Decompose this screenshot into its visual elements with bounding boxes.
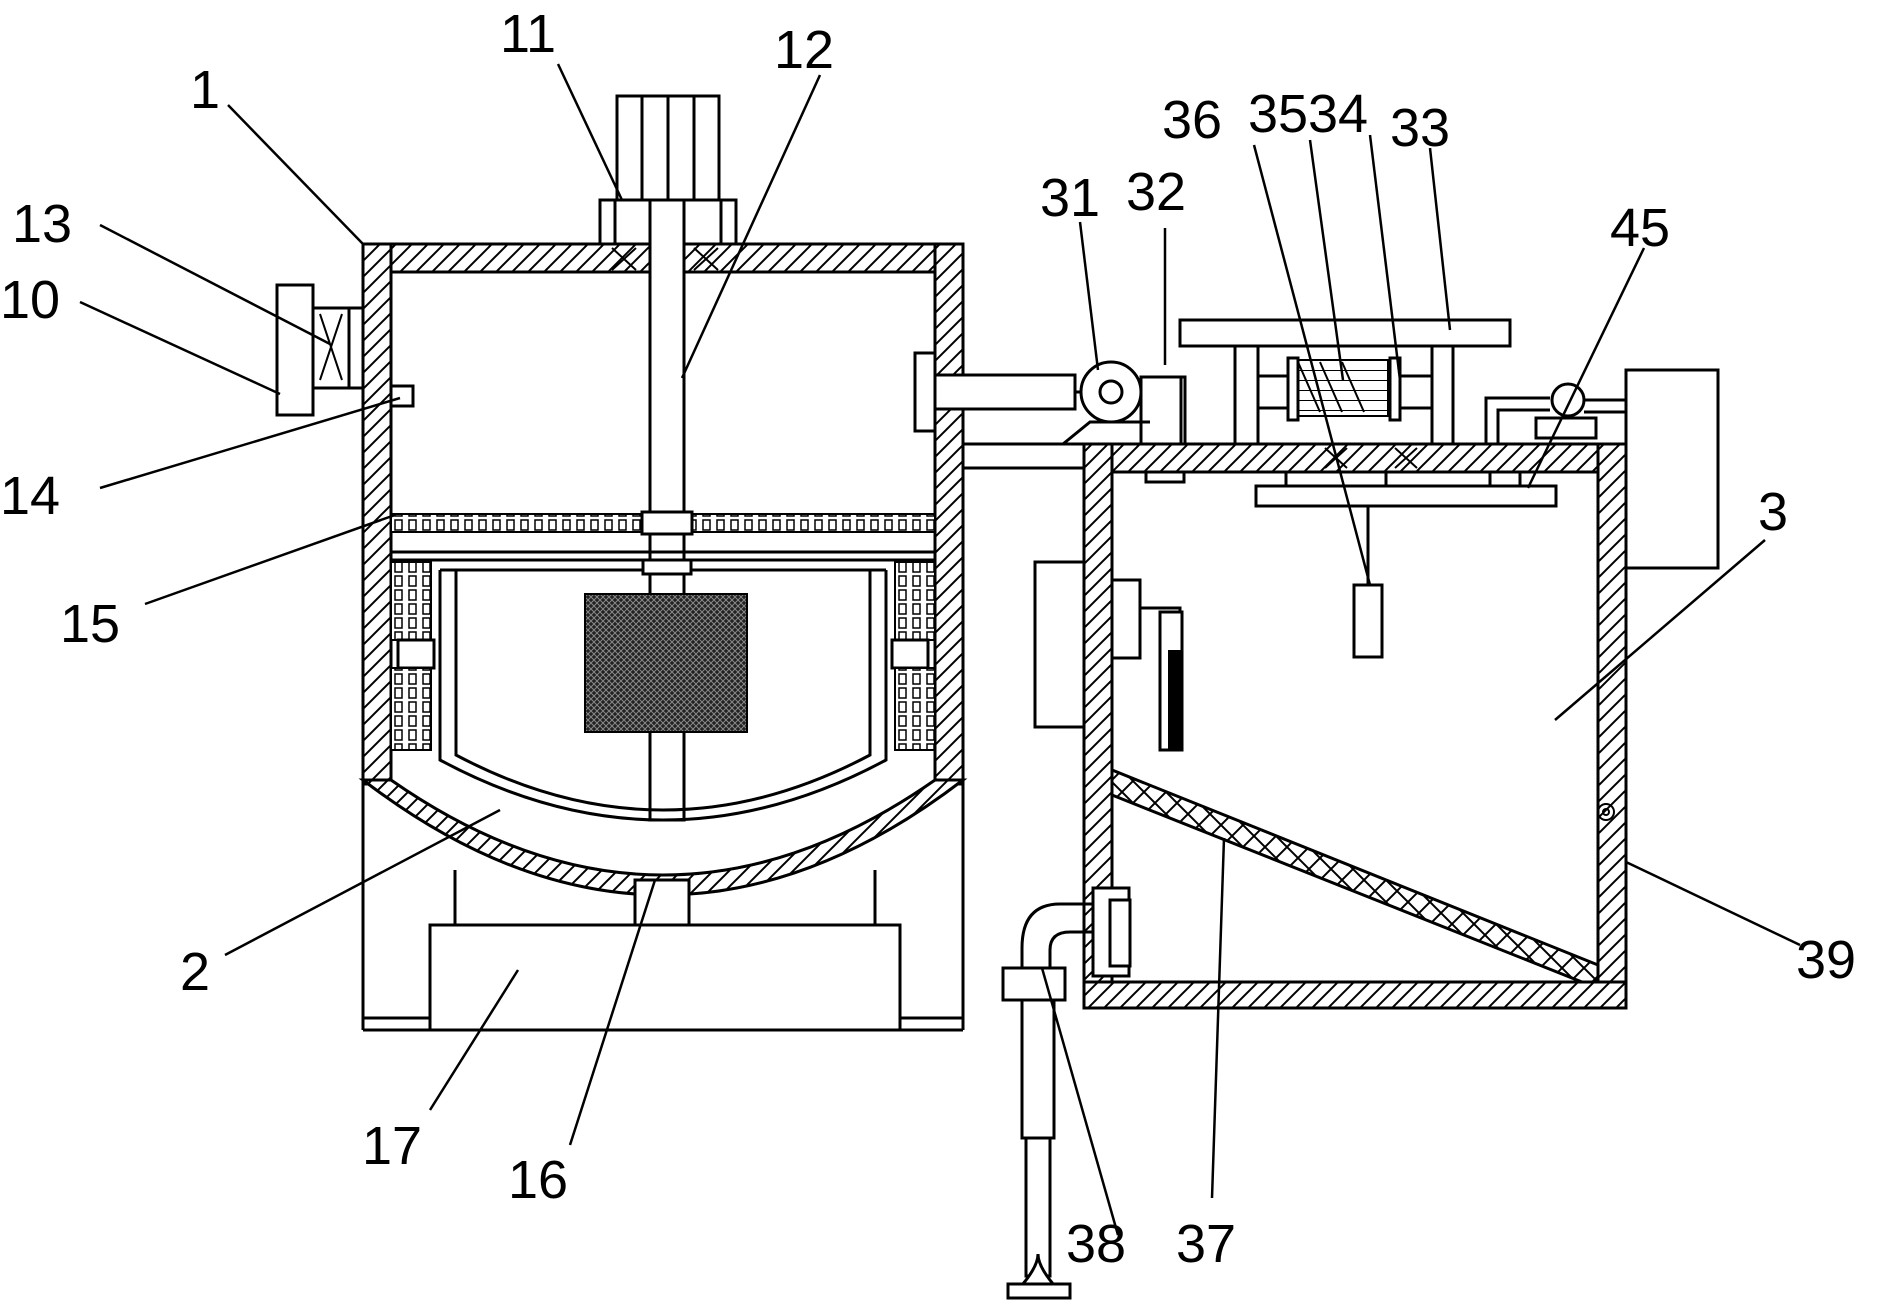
label-11: 11: [500, 4, 556, 64]
label-15: 15: [60, 594, 120, 654]
inclined-screen: [1110, 767, 1600, 984]
label-37: 37: [1176, 1214, 1236, 1274]
left-tank-bottom-shell: [358, 778, 968, 897]
connecting-pipe: [913, 351, 1088, 470]
label-3: 3: [1758, 482, 1788, 542]
gear-ring: [390, 510, 936, 562]
spray-plate: [1254, 382, 1626, 508]
inlet-valve: [275, 283, 415, 417]
right-tank-top-wall: [1082, 442, 1628, 474]
base-block: [428, 923, 902, 1032]
label-34: 34: [1308, 84, 1368, 144]
left-tank-right-wall: [933, 242, 965, 786]
filter-mesh: [584, 593, 748, 733]
part-labels: 1 10 11 12 13 14 15 16 17 2 3 31 32 33 3…: [0, 4, 1856, 1274]
inner-basket: [390, 558, 936, 822]
left-tank: [358, 242, 968, 1032]
right-tank: [1033, 368, 1720, 1010]
pump-assembly: [1062, 360, 1187, 446]
label-36: 36: [1162, 90, 1222, 150]
leader-lines: [79, 63, 1801, 1236]
top-platform: [1178, 318, 1512, 469]
label-38: 38: [1066, 1214, 1126, 1274]
label-2: 2: [180, 942, 210, 1002]
label-45: 45: [1610, 198, 1670, 258]
right-tank-right-wall: [1596, 442, 1628, 1009]
outlet-rod: [1001, 886, 1132, 1300]
right-tank-bottom-wall: [1082, 980, 1628, 1010]
label-32: 32: [1126, 162, 1186, 222]
label-35: 35: [1248, 84, 1308, 144]
label-13: 13: [12, 194, 72, 254]
label-1: 1: [190, 60, 220, 120]
label-12: 12: [774, 20, 834, 80]
label-39: 39: [1796, 930, 1856, 990]
label-17: 17: [362, 1116, 422, 1176]
label-10: 10: [0, 270, 60, 330]
label-33: 33: [1390, 98, 1450, 158]
label-14: 14: [0, 466, 60, 526]
left-tank-left-wall: [361, 242, 393, 786]
label-31: 31: [1040, 168, 1100, 228]
label-16: 16: [508, 1150, 568, 1210]
level-probe: [1352, 506, 1384, 659]
